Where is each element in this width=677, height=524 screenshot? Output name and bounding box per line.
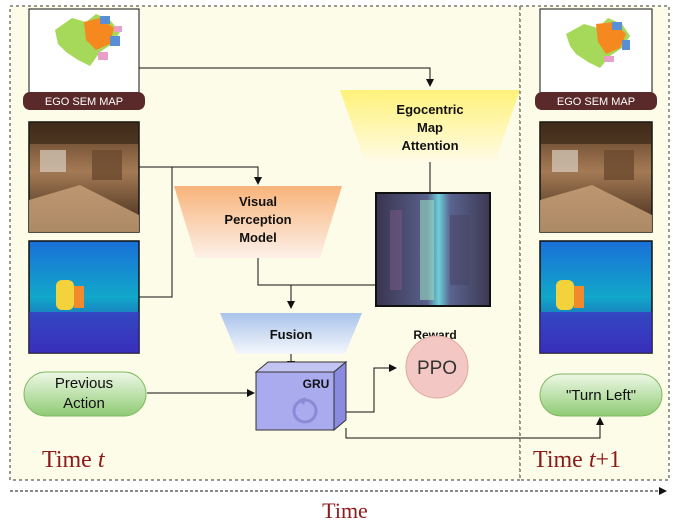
time-t1-label: Time t+1 <box>533 447 621 473</box>
arrow-perception-to-fusion <box>257 258 295 309</box>
vpm-label-line2: Perception <box>224 212 291 227</box>
ppo-node <box>405 335 469 399</box>
time-axis-label: Time <box>322 498 368 523</box>
ppo-label: PPO <box>417 358 457 379</box>
ego-sem-map-badge-right-label: EGO SEM MAP <box>557 96 635 108</box>
ego-sem-map-badge-right <box>535 92 657 110</box>
attention-map-image <box>375 192 491 307</box>
ego-sem-map-image-left <box>28 8 140 99</box>
arrow-gru-to-ppo <box>346 364 397 413</box>
arrow-rgb-to-perception <box>139 166 262 185</box>
vpm-label-line1: Visual <box>239 194 277 209</box>
visual-perception-model-module <box>174 186 342 258</box>
ema-label-line3: Attention <box>401 138 458 153</box>
egocentric-map-attention-module <box>340 90 520 162</box>
arrow-gru-to-action-output <box>345 417 604 439</box>
arrow-ego-map-to-attention <box>139 67 434 87</box>
rgb-observation-left <box>28 121 140 233</box>
time-t-label: Time t <box>42 447 106 473</box>
rgb-observation-right <box>539 121 653 233</box>
depth-observation-left <box>28 240 140 354</box>
action-output-label: "Turn Left" <box>566 387 636 404</box>
ego-sem-map-badge-left <box>23 92 145 110</box>
previous-action-line1: Previous <box>55 375 113 392</box>
depth-observation-right <box>539 240 653 354</box>
ego-sem-map-badge-left-label: EGO SEM MAP <box>45 96 123 108</box>
arrow-depth-to-perception <box>139 167 173 298</box>
action-output-pill <box>539 373 663 417</box>
previous-action-pill <box>23 371 147 417</box>
vpm-label-line3: Model <box>239 230 277 245</box>
previous-action-line2: Action <box>63 395 105 412</box>
fusion-module <box>220 313 362 354</box>
ema-label-line1: Egocentric <box>396 102 463 117</box>
gru-module <box>254 360 348 432</box>
ego-sem-map-image-right <box>539 8 653 99</box>
ema-label-line2: Map <box>417 120 443 135</box>
fusion-label: Fusion <box>270 327 313 342</box>
gru-label: GRU <box>303 377 330 391</box>
